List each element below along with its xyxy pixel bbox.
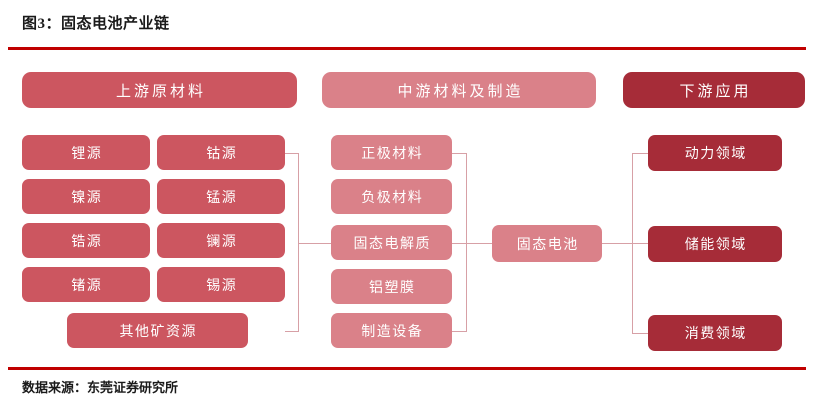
header-upstream[interactable]: 上游原材料 (22, 72, 297, 108)
bottom-rule (8, 367, 806, 370)
node-downstream-consumer[interactable]: 消费领域 (648, 315, 782, 351)
node-upstream-lanthanum[interactable]: 镧源 (157, 223, 285, 258)
node-upstream-cobalt[interactable]: 钴源 (157, 135, 285, 170)
header-downstream[interactable]: 下游应用 (623, 72, 805, 108)
node-upstream-tin[interactable]: 锡源 (157, 267, 285, 302)
top-rule (8, 47, 806, 50)
source-note: 数据来源：东莞证券研究所 (22, 380, 179, 395)
connector-up-row5 (285, 331, 299, 332)
node-upstream-other-minerals[interactable]: 其他矿资源 (67, 313, 248, 348)
node-midstream-aluminum-film[interactable]: 铝塑膜 (331, 269, 452, 304)
connector-mid-spine (466, 153, 467, 332)
connector-up-row1 (285, 153, 299, 154)
node-upstream-germanium[interactable]: 锗源 (22, 267, 150, 302)
connector-battery-out (602, 243, 632, 244)
connector-up-spine (298, 153, 299, 332)
node-midstream-manufacturing-equipment[interactable]: 制造设备 (331, 313, 452, 348)
connector-up-to-mid (298, 243, 331, 244)
connector-mid-to-battery (452, 243, 492, 244)
connector-mid-row5 (452, 331, 467, 332)
node-upstream-manganese[interactable]: 锰源 (157, 179, 285, 214)
node-downstream-energy-storage[interactable]: 储能领域 (648, 226, 782, 262)
connector-down-row2 (632, 243, 649, 244)
connector-mid-row1 (452, 153, 467, 154)
node-upstream-nickel[interactable]: 镍源 (22, 179, 150, 214)
node-upstream-lithium[interactable]: 锂源 (22, 135, 150, 170)
connector-down-row3 (632, 333, 649, 334)
page-title: 图3：固态电池产业链 (22, 16, 170, 32)
node-midstream-anode[interactable]: 负极材料 (331, 179, 452, 214)
connector-down-row1 (632, 153, 649, 154)
header-midstream[interactable]: 中游材料及制造 (322, 72, 596, 108)
node-solid-state-battery[interactable]: 固态电池 (492, 225, 602, 262)
node-downstream-power[interactable]: 动力领域 (648, 135, 782, 171)
node-upstream-zirconium[interactable]: 锆源 (22, 223, 150, 258)
node-midstream-solid-electrolyte[interactable]: 固态电解质 (331, 225, 452, 260)
node-midstream-cathode[interactable]: 正极材料 (331, 135, 452, 170)
